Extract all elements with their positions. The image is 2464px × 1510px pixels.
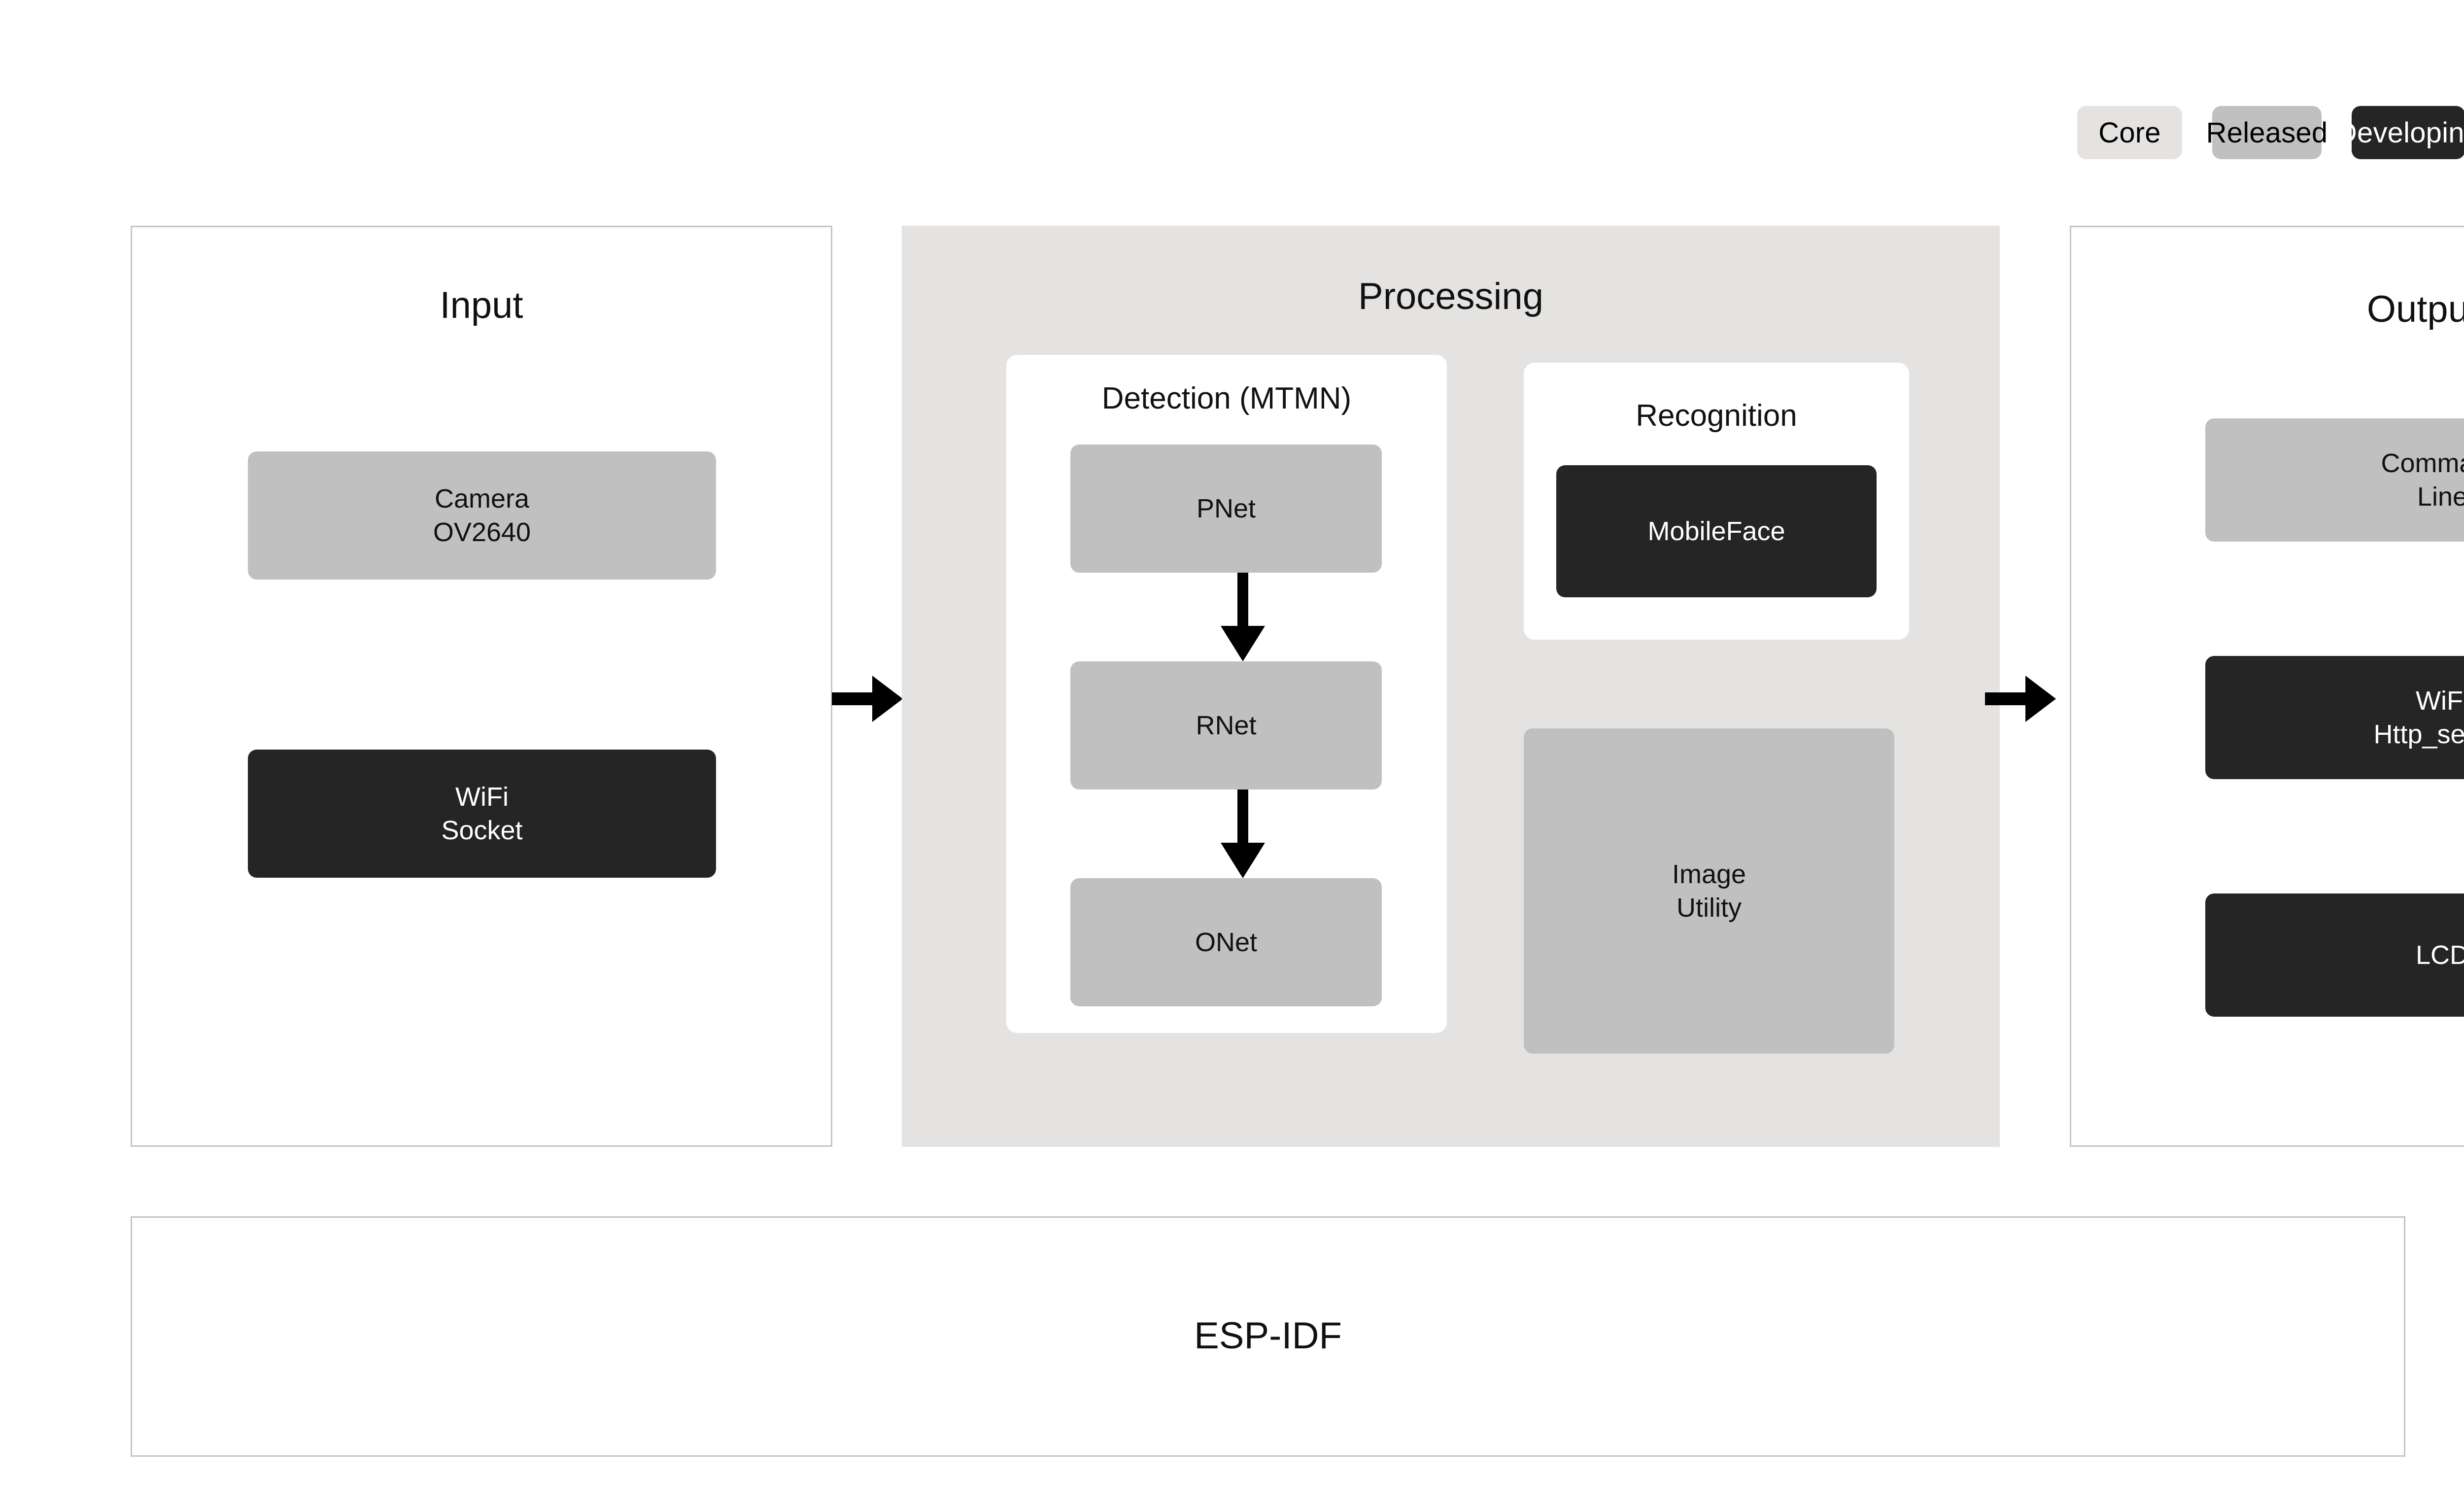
subcard-detection: Detection (MTMN) PNet RNet ONet bbox=[1006, 355, 1447, 1033]
block-wifi-socket-line1: WiFi bbox=[455, 782, 509, 812]
panel-processing-title: Processing bbox=[1358, 275, 1543, 317]
arrow-pnet-to-rnet bbox=[1221, 573, 1265, 661]
arrow-shaft bbox=[1237, 789, 1248, 843]
block-camera-ov2640: Camera OV2640 bbox=[248, 451, 716, 580]
legend-item-core: Core bbox=[2077, 106, 2182, 159]
panel-esp-idf: ESP-IDF bbox=[131, 1216, 2405, 1457]
panel-processing: Processing Detection (MTMN) PNet RNet ON… bbox=[902, 226, 2000, 1147]
block-image-utility-line1: Image bbox=[1672, 859, 1746, 889]
block-wifi-http-server-line1: WiFi bbox=[2416, 686, 2464, 716]
block-wifi-socket-line2: Socket bbox=[441, 816, 523, 845]
block-command-line-line1: Command bbox=[2381, 448, 2464, 478]
panel-output-title: Output bbox=[2366, 288, 2464, 330]
arrow-shaft bbox=[1985, 692, 2025, 705]
block-command-line-line2: Line bbox=[2417, 482, 2464, 512]
block-wifi-socket: WiFi Socket bbox=[248, 750, 716, 878]
block-lcd-label: LCD bbox=[2415, 940, 2464, 970]
block-wifi-http-server-line2: Http_server bbox=[2373, 720, 2464, 749]
block-lcd: LCD bbox=[2205, 893, 2464, 1017]
block-image-utility: Image Utility bbox=[1524, 728, 1894, 1054]
block-wifi-http-server: WiFi Http_server bbox=[2205, 656, 2464, 779]
panel-esp-idf-title: ESP-IDF bbox=[1194, 1315, 1342, 1357]
block-pnet-label: PNet bbox=[1196, 493, 1256, 523]
legend-item-developing: Developing bbox=[2336, 106, 2464, 159]
legend-label-core: Core bbox=[2098, 116, 2161, 149]
block-onet: ONet bbox=[1070, 878, 1382, 1006]
arrow-processing-to-output bbox=[1985, 676, 2056, 722]
legend: Core Released Developing bbox=[2077, 106, 2464, 159]
subcard-recognition: Recognition MobileFace bbox=[1524, 363, 1909, 640]
block-image-utility-line2: Utility bbox=[1677, 893, 1742, 923]
block-mobileface-label: MobileFace bbox=[1647, 516, 1785, 546]
panel-input: Input Camera OV2640 WiFi Socket bbox=[131, 226, 832, 1147]
arrow-head-down-icon bbox=[1221, 626, 1265, 661]
block-pnet: PNet bbox=[1070, 445, 1382, 573]
block-camera-line2: OV2640 bbox=[433, 517, 531, 547]
arrow-shaft bbox=[1237, 573, 1248, 626]
block-onet-label: ONet bbox=[1195, 927, 1258, 957]
subcard-detection-title: Detection (MTMN) bbox=[1101, 381, 1352, 415]
block-mobileface: MobileFace bbox=[1556, 465, 1877, 597]
arrow-input-to-processing bbox=[832, 676, 903, 722]
arrow-shaft bbox=[832, 692, 872, 705]
arrow-rnet-to-onet bbox=[1221, 789, 1265, 878]
subcard-recognition-title: Recognition bbox=[1636, 399, 1797, 433]
panel-input-title: Input bbox=[440, 284, 523, 326]
legend-label-released: Released bbox=[2206, 116, 2328, 149]
arrow-head-right-icon bbox=[2025, 676, 2056, 722]
panel-output: Output Command Line WiFi Http_server LCD bbox=[2070, 226, 2464, 1147]
legend-label-developing: Developing bbox=[2336, 116, 2464, 149]
block-camera-line1: Camera bbox=[434, 483, 530, 514]
arrow-head-down-icon bbox=[1221, 843, 1265, 878]
arrow-head-right-icon bbox=[872, 676, 903, 722]
block-rnet: RNet bbox=[1070, 661, 1382, 789]
block-command-line: Command Line bbox=[2205, 418, 2464, 542]
block-rnet-label: RNet bbox=[1196, 710, 1257, 740]
legend-item-released: Released bbox=[2206, 106, 2327, 159]
